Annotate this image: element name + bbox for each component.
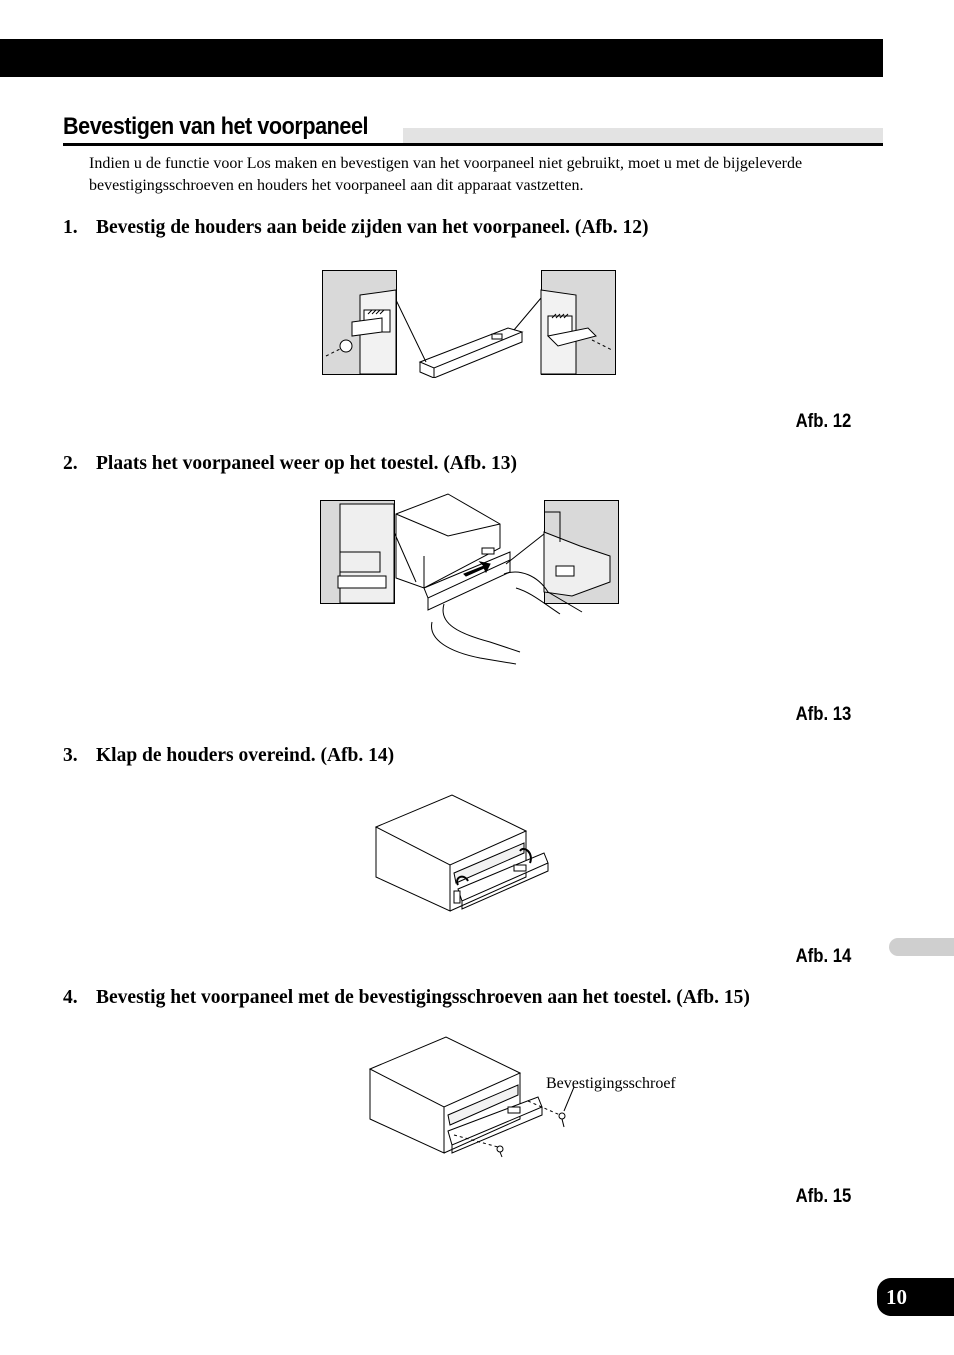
step-1-text: Bevestig de houders aan beide zijden van… xyxy=(96,217,649,238)
section-heading: Bevestigen van het voorpaneel xyxy=(63,112,883,146)
page-number: 10 xyxy=(886,1285,907,1309)
step-4-number: 4. xyxy=(63,987,78,1008)
figure-12-caption: Afb. 12 xyxy=(795,411,851,432)
step-3-number: 3. xyxy=(63,745,78,766)
step-4: 4. Bevestig het voorpaneel met de bevesti… xyxy=(63,986,750,1010)
step-2: 2. Plaats het voorpaneel weer op het toes… xyxy=(63,452,517,476)
figure-15 xyxy=(368,1035,578,1159)
step-3: 3. Klap de houders overeind. (Afb. 14) xyxy=(63,744,394,768)
figure-14-caption: Afb. 14 xyxy=(795,946,851,967)
step-4-text: Bevestig het voorpaneel met de bevestigi… xyxy=(96,987,750,1008)
step-2-number: 2. xyxy=(63,453,78,474)
screw-callout: Bevestigingsschroef xyxy=(546,1075,676,1092)
figure-13-caption: Afb. 13 xyxy=(795,704,851,725)
heading-shade xyxy=(403,128,883,143)
section-title: Bevestigen van het voorpaneel xyxy=(63,113,369,140)
figure-14 xyxy=(374,793,552,915)
intro-paragraph: Indien u de functie voor Los maken en be… xyxy=(89,155,803,194)
figure-13 xyxy=(320,492,620,678)
figure-15-caption: Afb. 15 xyxy=(795,1186,851,1207)
section-tab-marker xyxy=(889,938,954,956)
figure-12 xyxy=(322,270,618,378)
step-1-number: 1. xyxy=(63,217,78,238)
page-number-tab: 10 xyxy=(877,1278,954,1316)
step-1: 1. Bevestig de houders aan beide zijden v… xyxy=(63,216,649,240)
step-3-text: Klap de houders overeind. (Afb. 14) xyxy=(96,745,395,766)
header-bar xyxy=(0,39,883,77)
step-2-text: Plaats het voorpaneel weer op het toeste… xyxy=(96,453,517,474)
